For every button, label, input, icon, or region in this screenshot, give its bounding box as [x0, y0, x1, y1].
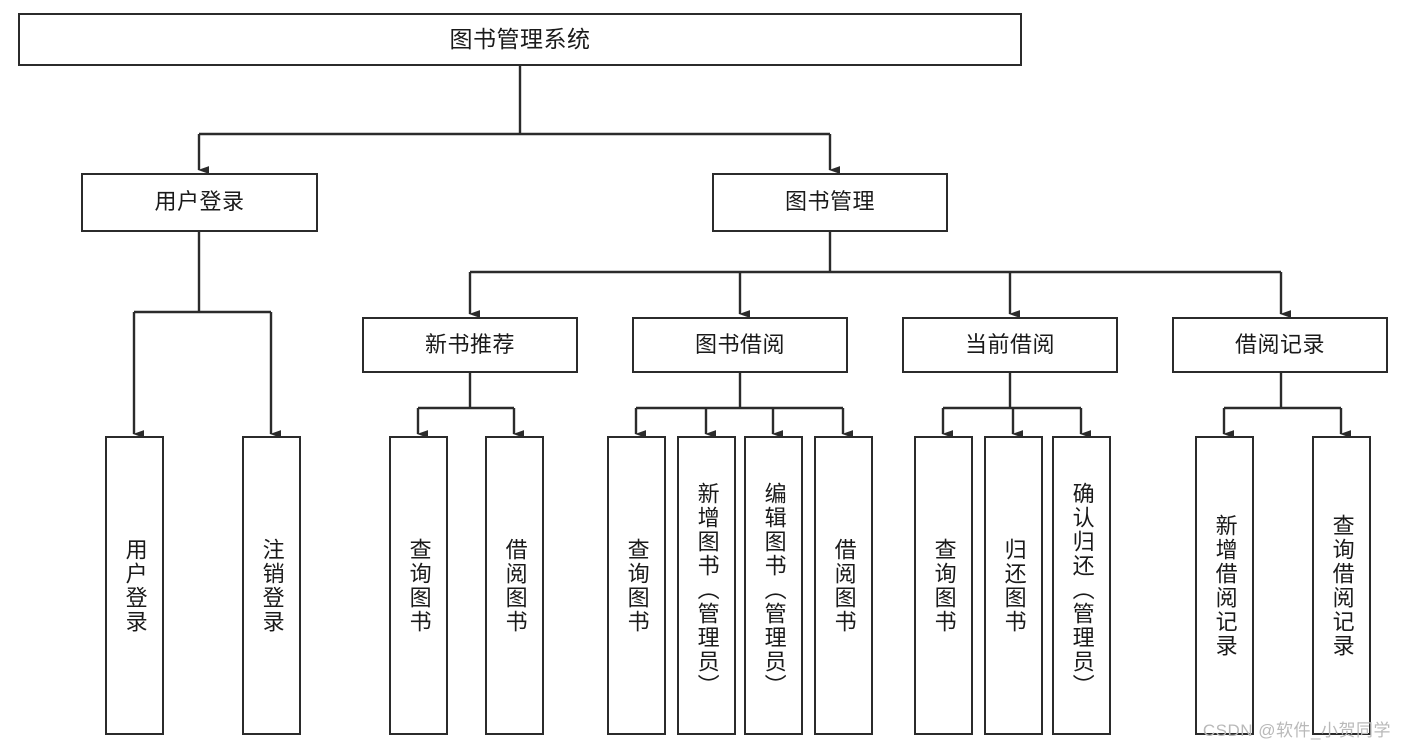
leaf-borrow-book-1[interactable]: 借阅图书: [485, 436, 544, 735]
node-user-login-label: 用户登录: [154, 189, 245, 215]
node-book-manage[interactable]: 图书管理: [712, 173, 948, 232]
leaf-query-book-1[interactable]: 查询图书: [389, 436, 448, 735]
leaf-add-borrow-record[interactable]: 新增借阅记录: [1195, 436, 1254, 735]
leaf-query-book-2-label: 查询图书: [624, 537, 650, 634]
leaf-query-book-3[interactable]: 查询图书: [914, 436, 973, 735]
node-book-borrow-label: 图书借阅: [694, 331, 785, 357]
leaf-return-book[interactable]: 归还图书: [984, 436, 1043, 735]
leaf-user-login-label: 用户登录: [122, 537, 148, 634]
leaf-edit-book-admin-label: 编辑图书（管理员）: [761, 481, 787, 698]
leaf-return-book-label: 归还图书: [1001, 537, 1027, 634]
leaf-borrow-book-2[interactable]: 借阅图书: [814, 436, 873, 735]
node-new-book-recommendation[interactable]: 新书推荐: [362, 317, 578, 373]
leaf-query-book-1-label: 查询图书: [406, 537, 432, 634]
leaf-query-borrow-record-label: 查询借阅记录: [1329, 513, 1355, 658]
leaf-query-book-3-label: 查询图书: [931, 537, 957, 634]
leaf-add-book-admin-label: 新增图书（管理员）: [694, 481, 720, 698]
node-borrow-record[interactable]: 借阅记录: [1172, 317, 1388, 373]
csdn-watermark: CSDN @软件_小贺同学: [1202, 721, 1391, 740]
node-current-borrow-label: 当前借阅: [964, 331, 1055, 357]
leaf-query-borrow-record[interactable]: 查询借阅记录: [1312, 436, 1371, 735]
leaf-borrow-book-2-label: 借阅图书: [831, 537, 857, 634]
node-book-manage-label: 图书管理: [784, 189, 875, 215]
node-borrow-record-label: 借阅记录: [1234, 331, 1325, 357]
leaf-user-login[interactable]: 用户登录: [105, 436, 164, 735]
node-book-borrow[interactable]: 图书借阅: [632, 317, 848, 373]
leaf-add-book-admin[interactable]: 新增图书（管理员）: [677, 436, 736, 735]
leaf-query-book-2[interactable]: 查询图书: [607, 436, 666, 735]
leaf-confirm-return-admin[interactable]: 确认归还（管理员）: [1052, 436, 1111, 735]
leaf-borrow-book-1-label: 借阅图书: [502, 537, 528, 634]
leaf-logout-login-label: 注销登录: [259, 537, 285, 634]
node-new-book-recommendation-label: 新书推荐: [424, 331, 515, 357]
node-root-system[interactable]: 图书管理系统: [18, 13, 1022, 66]
leaf-edit-book-admin[interactable]: 编辑图书（管理员）: [744, 436, 803, 735]
leaf-confirm-return-admin-label: 确认归还（管理员）: [1069, 481, 1095, 698]
leaf-logout-login[interactable]: 注销登录: [242, 436, 301, 735]
node-user-login[interactable]: 用户登录: [81, 173, 318, 232]
node-root-system-label: 图书管理系统: [449, 25, 591, 52]
node-current-borrow[interactable]: 当前借阅: [902, 317, 1118, 373]
leaf-add-borrow-record-label: 新增借阅记录: [1212, 513, 1238, 658]
